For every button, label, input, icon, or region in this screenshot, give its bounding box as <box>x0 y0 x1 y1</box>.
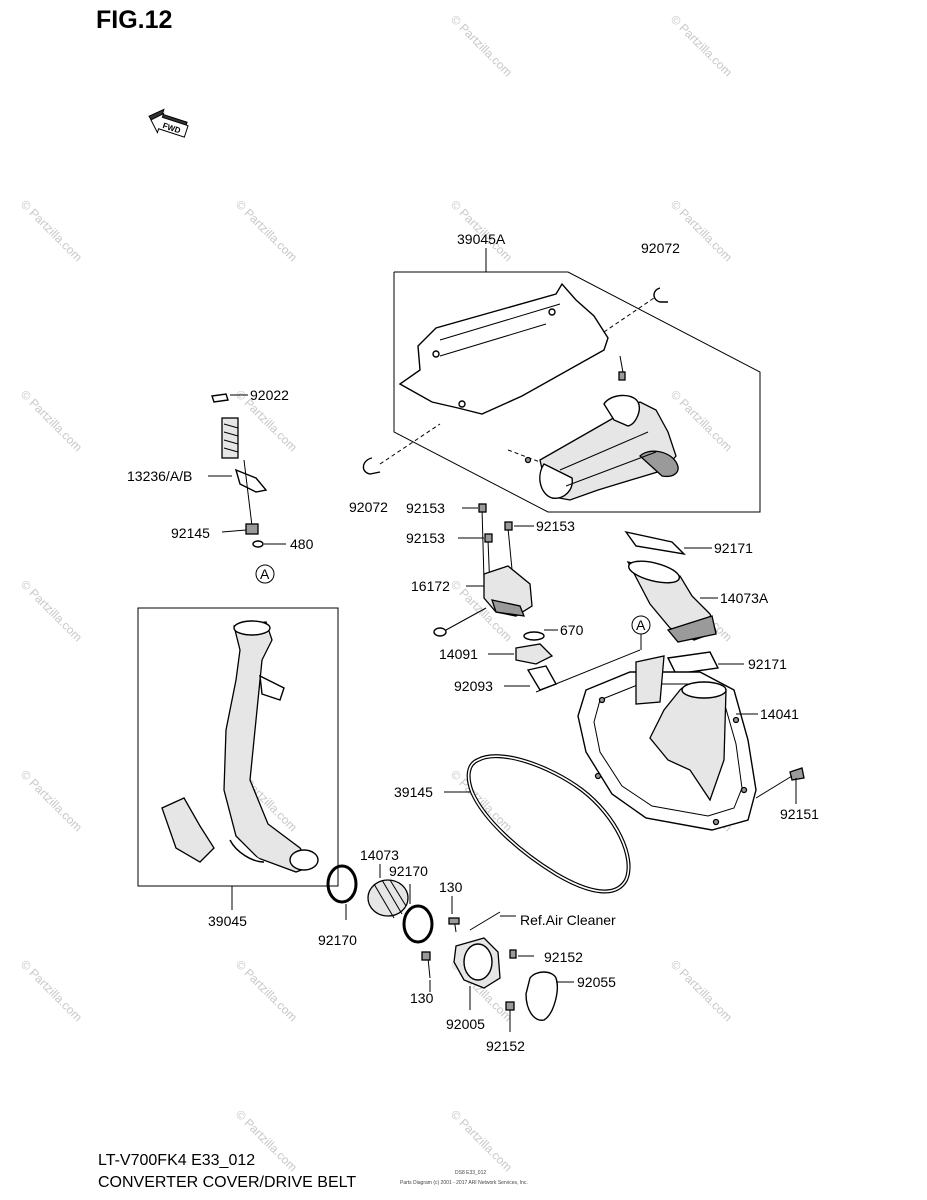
left-duct-group <box>137 607 339 910</box>
watermark: © Partzilla.com <box>668 957 735 1024</box>
callout-14073a: 14073A <box>720 590 769 606</box>
callout-labels: 39045A 92072 92072 92022 13236/A/B 92145… <box>127 231 819 1054</box>
callout-39145: 39145 <box>394 784 433 800</box>
watermark: © Partzilla.com <box>18 387 85 454</box>
converter-cover <box>577 655 805 831</box>
figure-title: FIG.12 <box>96 6 173 34</box>
callout-92072-left: 92072 <box>349 499 388 515</box>
callout-480: 480 <box>290 536 314 552</box>
callout-16172: 16172 <box>411 578 450 594</box>
watermark: © Partzilla.com <box>18 197 85 264</box>
watermark: © Partzilla.com <box>448 12 515 79</box>
drive-belt <box>444 754 631 894</box>
callout-39045: 39045 <box>208 913 247 929</box>
callout-14041: 14041 <box>760 706 799 722</box>
callout-a-right: A <box>636 617 646 633</box>
upper-duct-group <box>362 248 761 513</box>
callout-130-top: 130 <box>439 879 463 895</box>
callout-14073: 14073 <box>360 847 399 863</box>
callout-92005: 92005 <box>446 1016 485 1032</box>
callout-13236: 13236/A/B <box>127 468 192 484</box>
callout-ref-air-cleaner: Ref.Air Cleaner <box>520 912 616 928</box>
watermark: © Partzilla.com <box>18 767 85 834</box>
watermark: © Partzilla.com <box>448 767 515 834</box>
callout-92171-mid: 92171 <box>748 656 787 672</box>
callout-130-bottom: 130 <box>410 990 434 1006</box>
model-code: LT-V700FK4 E33_012 <box>98 1152 256 1169</box>
callout-92170-a: 92170 <box>389 863 428 879</box>
callout-92171-top: 92171 <box>714 540 753 556</box>
callout-92152-a: 92152 <box>544 949 583 965</box>
callout-92055: 92055 <box>577 974 616 990</box>
left-small-parts <box>208 393 286 584</box>
lower-clamp-group <box>326 864 574 1032</box>
watermark: © Partzilla.com <box>233 957 300 1024</box>
actuator-assembly <box>433 503 641 693</box>
callout-92145: 92145 <box>171 525 210 541</box>
callout-14091: 14091 <box>439 646 478 662</box>
callout-92072-top: 92072 <box>641 240 680 256</box>
copyright-notice: Parts Diagram (c) 2001 - 2017 ARI Networ… <box>400 1180 528 1186</box>
right-duct-group <box>624 530 744 675</box>
callout-670: 670 <box>560 622 584 638</box>
fwd-arrow-icon: FWD <box>148 108 189 138</box>
watermark: © Partzilla.com <box>233 197 300 264</box>
section-name: CONVERTER COVER/DRIVE BELT <box>98 1174 357 1191</box>
watermark: © Partzilla.com <box>448 1107 515 1174</box>
callout-92093: 92093 <box>454 678 493 694</box>
callout-92153-a: 92153 <box>406 500 445 516</box>
watermark: © Partzilla.com <box>668 12 735 79</box>
callout-92153-c: 92153 <box>536 518 575 534</box>
watermark: © Partzilla.com <box>18 577 85 644</box>
callout-92151: 92151 <box>780 806 819 822</box>
callout-a-left: A <box>260 566 270 582</box>
callout-92170-b: 92170 <box>318 932 357 948</box>
callout-92022: 92022 <box>250 387 289 403</box>
callout-92153-b: 92153 <box>406 530 445 546</box>
small-code: DS8 E33_012 <box>455 1170 487 1176</box>
watermark-layer: © Partzilla.com © Partzilla.com © Partzi… <box>18 12 735 1174</box>
callout-92152-b: 92152 <box>486 1038 525 1054</box>
watermark: © Partzilla.com <box>668 387 735 454</box>
callout-39045a: 39045A <box>457 231 506 247</box>
watermark: © Partzilla.com <box>18 957 85 1024</box>
